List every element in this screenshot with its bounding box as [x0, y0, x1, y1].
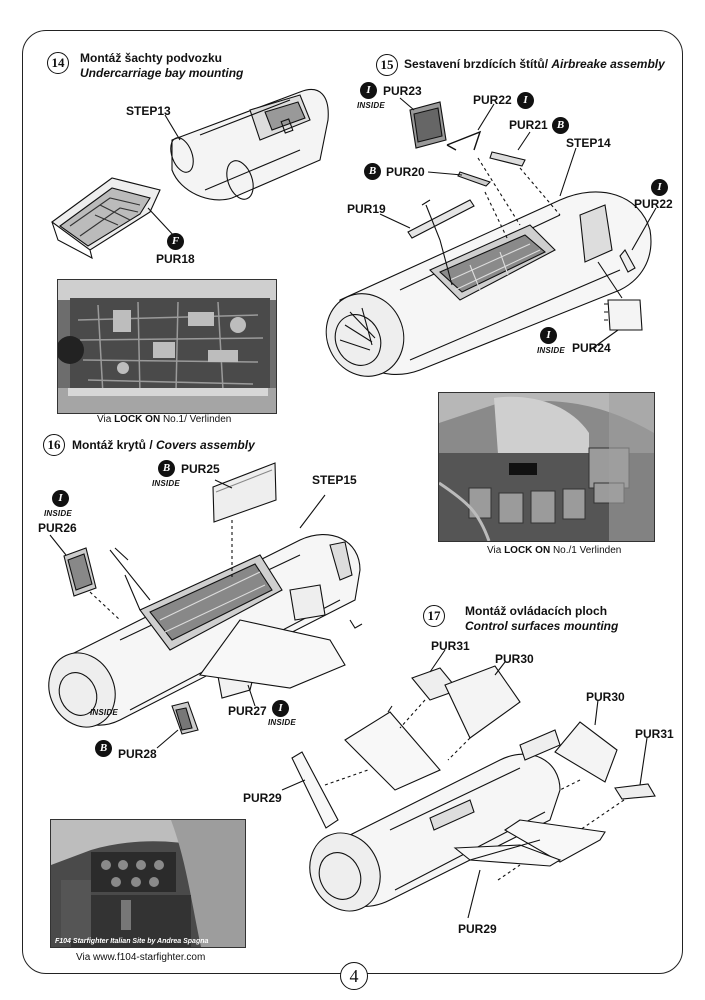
badge-b-pur25: B	[158, 460, 175, 477]
undercarriage-bay-photo	[57, 279, 277, 414]
badge-i-pur26: I	[52, 490, 69, 507]
badge-i-pur22: I	[517, 92, 534, 109]
inside-pur25: INSIDE	[152, 479, 180, 488]
label-pur22-right: PUR22	[634, 197, 673, 211]
badge-b-pur20: B	[364, 163, 381, 180]
badge-i-pur22b: I	[651, 179, 668, 196]
step-17-title-en: Control surfaces mounting	[465, 619, 619, 633]
step-16-number: 16	[43, 434, 65, 456]
step-16-title-cz: Montáž krytů /	[72, 438, 157, 452]
step-15-title-en: Airbreake assembly	[551, 57, 665, 71]
inside-pur24: INSIDE	[537, 346, 565, 355]
badge-i-pur27: I	[272, 700, 289, 717]
step-14-photo-caption: Via LOCK ON No.1/ Verlinden	[97, 414, 231, 425]
label-pur21: PUR21	[509, 118, 548, 132]
badge-i-pur23: I	[360, 82, 377, 99]
step-14-title: Montáž šachty podvozku Undercarriage bay…	[80, 51, 243, 81]
label-pur26: PUR26	[38, 521, 77, 535]
label-pur31-right: PUR31	[635, 727, 674, 741]
label-pur18: PUR18	[156, 252, 195, 266]
label-step14: STEP14	[566, 136, 611, 150]
caption-source: No.1/ Verlinden	[160, 414, 232, 425]
label-pur30-left: PUR30	[495, 652, 534, 666]
label-pur24: PUR24	[572, 341, 611, 355]
caption-via: Via	[97, 414, 115, 425]
inside-pur27: INSIDE	[268, 718, 296, 727]
label-pur28: PUR28	[118, 747, 157, 761]
label-pur20: PUR20	[386, 165, 425, 179]
caption-via: Via	[487, 545, 505, 556]
step-15-number: 15	[376, 54, 398, 76]
label-pur22-top: PUR22	[473, 93, 512, 107]
step-14-title-cz: Montáž šachty podvozku	[80, 51, 223, 65]
label-pur25: PUR25	[181, 462, 220, 476]
label-pur29-bottom: PUR29	[458, 922, 497, 936]
caption-source: No./1 Verlinden	[550, 545, 622, 556]
inside-left: INSIDE	[90, 708, 118, 717]
caption-lockon: LOCK ON	[114, 414, 161, 425]
step-16-title: Montáž krytů / Covers assembly	[72, 438, 255, 453]
badge-b-pur28: B	[95, 740, 112, 757]
label-pur27: PUR27	[228, 704, 267, 718]
step-15-title-cz: Sestavení brzdících štítů/	[404, 57, 552, 71]
caption-lockon: LOCK ON	[504, 545, 551, 556]
cockpit-photo-caption: Via www.f104-starfighter.com	[76, 952, 206, 963]
cockpit-photo-credit: F104 Starfighter Italian Site by Andrea …	[55, 938, 209, 945]
badge-i-pur24: I	[540, 327, 557, 344]
cockpit-photo: F104 Starfighter Italian Site by Andrea …	[50, 819, 246, 948]
badge-f: F	[167, 233, 184, 250]
inside-pur23: INSIDE	[357, 101, 385, 110]
airbrake-bay-photo	[438, 392, 655, 542]
step-15-title: Sestavení brzdících štítů/ Airbreake ass…	[404, 57, 665, 72]
label-pur31-left: PUR31	[431, 639, 470, 653]
page-number: 4	[340, 962, 368, 990]
step-14-number: 14	[47, 52, 69, 74]
label-step13: STEP13	[126, 104, 171, 118]
step-16-title-en: Covers assembly	[156, 438, 255, 452]
label-step15: STEP15	[312, 473, 357, 487]
label-pur30-right: PUR30	[586, 690, 625, 704]
step-17-title-cz: Montáž ovládacích ploch	[465, 604, 608, 618]
label-pur19: PUR19	[347, 202, 386, 216]
inside-pur26: INSIDE	[44, 509, 72, 518]
step-15-photo-caption: Via LOCK ON No./1 Verlinden	[487, 545, 621, 556]
label-pur23: PUR23	[383, 84, 422, 98]
step-17-title: Montáž ovládacích ploch Control surfaces…	[465, 604, 618, 634]
step-14-title-en: Undercarriage bay mounting	[80, 66, 244, 80]
step-17-number: 17	[423, 605, 445, 627]
badge-b-pur21: B	[552, 117, 569, 134]
label-pur29-left: PUR29	[243, 791, 282, 805]
